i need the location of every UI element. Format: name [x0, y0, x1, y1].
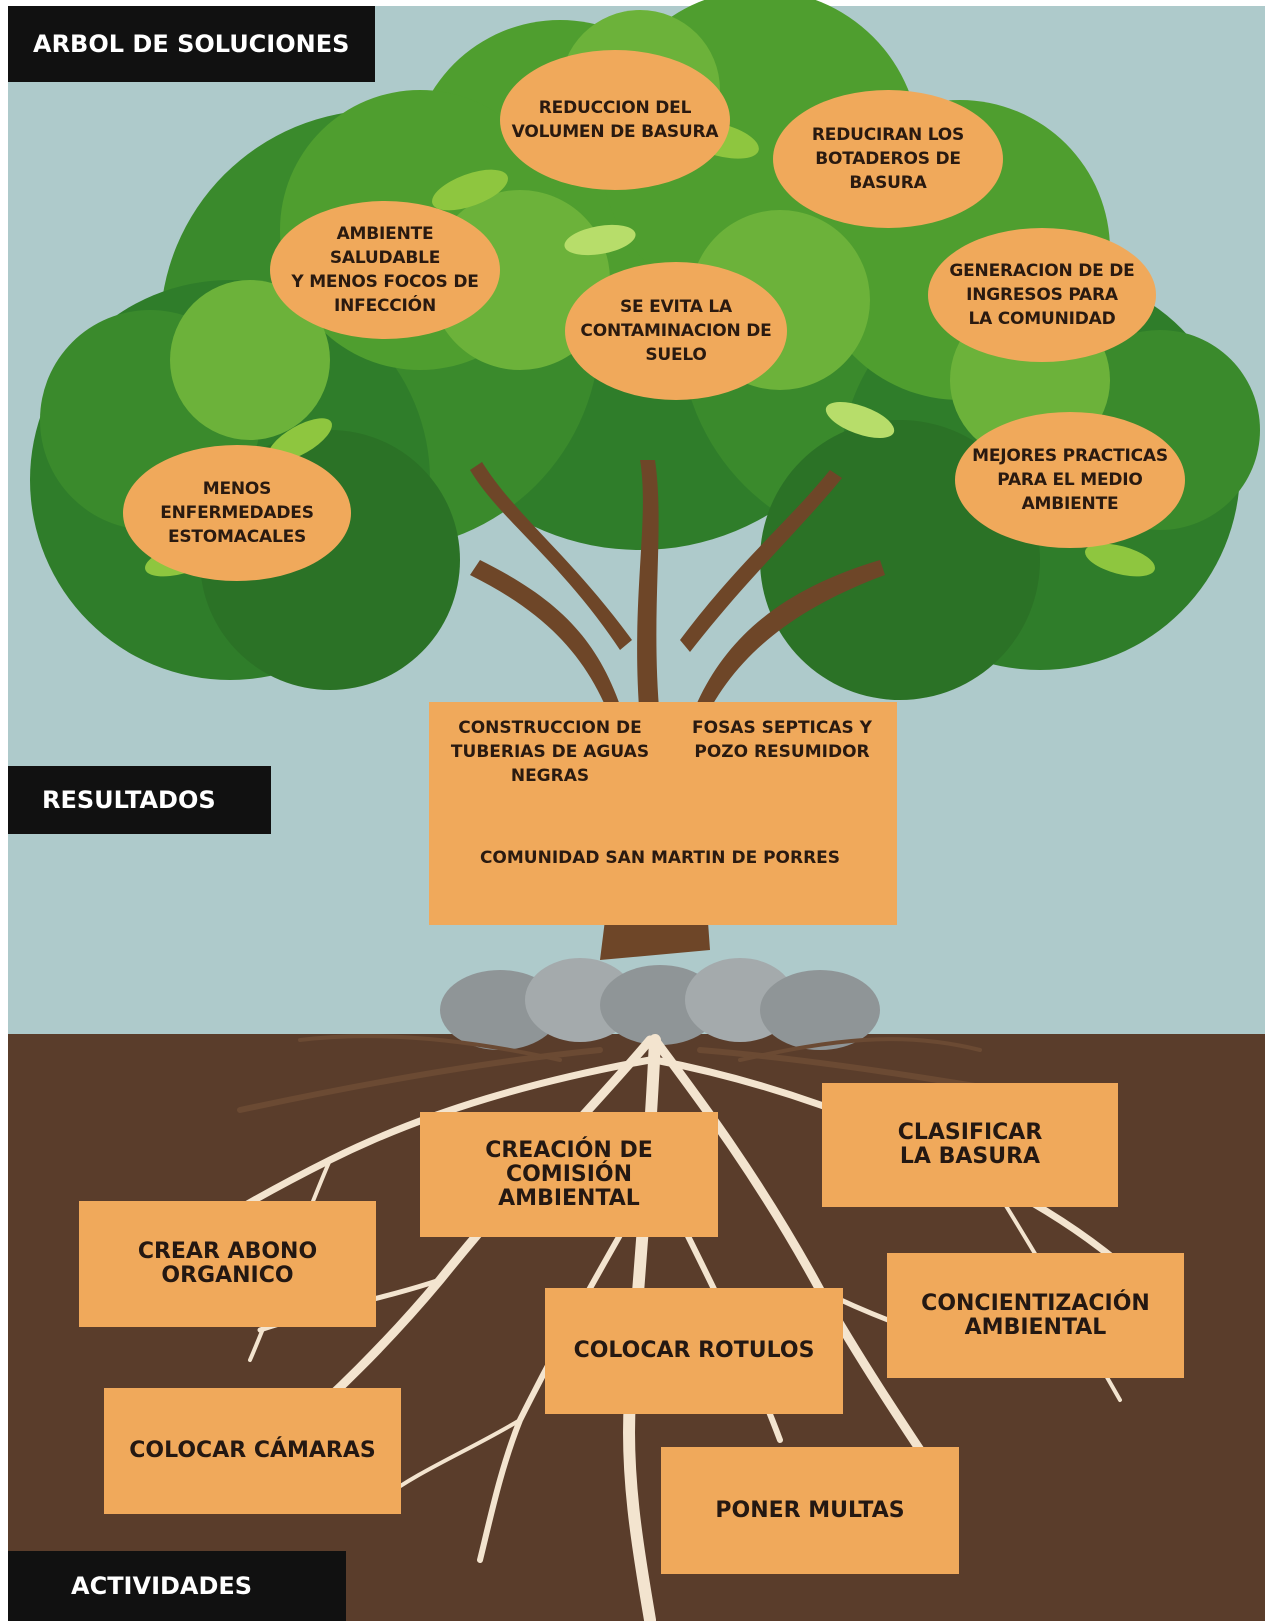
- banner-resultados: RESULTADOS: [8, 766, 271, 834]
- solution-menos-enfermedades: MENOS ENFERMEDADES ESTOMACALES: [123, 445, 351, 581]
- result-construccion: CONSTRUCCION DE TUBERIAS DE AGUAS NEGRAS: [450, 718, 650, 786]
- solution-text: SE EVITA LA CONTAMINACION DE SUELO: [580, 297, 772, 365]
- activity-text: COLOCAR CÁMARAS: [129, 1438, 376, 1463]
- activity-text: CREACIÓN DE COMISIÓN AMBIENTAL: [485, 1137, 653, 1211]
- actividades-label: ACTIVIDADES: [71, 1572, 253, 1600]
- activity-colocar-camaras: COLOCAR CÁMARAS: [104, 1388, 401, 1514]
- solution-text: REDUCIRAN LOS BOTADEROS DE BASURA: [811, 125, 965, 193]
- arbol-label: ARBOL DE SOLUCIONES: [33, 30, 350, 58]
- solution-se-evita-contaminacion: SE EVITA LA CONTAMINACION DE SUELO: [565, 262, 787, 400]
- results-box: [429, 702, 897, 925]
- solution-text: AMBIENTE SALUDABLE Y MENOS FOCOS DE INFE…: [291, 224, 479, 316]
- solution-reduciran-botaderos: REDUCIRAN LOS BOTADEROS DE BASURA: [773, 90, 1003, 228]
- activity-crear-abono: CREAR ABONO ORGANICO: [79, 1201, 376, 1327]
- activity-text: COLOCAR ROTULOS: [573, 1338, 815, 1363]
- activity-text: PONER MULTAS: [715, 1497, 905, 1523]
- activity-creacion-comision: CREACIÓN DE COMISIÓN AMBIENTAL: [420, 1112, 718, 1237]
- banner-arbol-de-soluciones: ARBOL DE SOLUCIONES: [8, 6, 375, 82]
- banner-actividades: ACTIVIDADES: [8, 1551, 346, 1621]
- activity-clasificar-basura: CLASIFICAR LA BASURA: [822, 1083, 1118, 1207]
- activity-text: CONCIENTIZACIÓN AMBIENTAL: [921, 1290, 1150, 1340]
- resultados-label: RESULTADOS: [42, 786, 216, 814]
- solution-mejores-practicas: MEJORES PRACTICAS PARA EL MEDIO AMBIENTE: [955, 412, 1185, 548]
- activity-concientizacion: CONCIENTIZACIÓN AMBIENTAL: [887, 1253, 1184, 1378]
- result-fosas: FOSAS SEPTICAS Y POZO RESUMIDOR: [692, 718, 872, 762]
- activity-text: CLASIFICAR LA BASURA: [897, 1120, 1043, 1169]
- solution-text: MEJORES PRACTICAS PARA EL MEDIO AMBIENTE: [972, 446, 1168, 514]
- solution-text: MENOS ENFERMEDADES ESTOMACALES: [160, 479, 314, 547]
- result-comunidad: COMUNIDAD SAN MARTIN DE PORRES: [479, 848, 841, 868]
- solution-reduccion-volumen: REDUCCION DEL VOLUMEN DE BASURA: [500, 50, 730, 190]
- solution-generacion-ingresos: GENERACION DE DE INGRESOS PARA LA COMUNI…: [928, 228, 1156, 362]
- solution-text: REDUCCION DEL VOLUMEN DE BASURA: [511, 98, 719, 142]
- solution-ambiente-saludable: AMBIENTE SALUDABLE Y MENOS FOCOS DE INFE…: [270, 201, 500, 339]
- rocks: [440, 958, 880, 1050]
- activity-colocar-rotulos: COLOCAR ROTULOS: [545, 1288, 843, 1414]
- activity-text: CREAR ABONO ORGANICO: [137, 1239, 318, 1288]
- activity-poner-multas: PONER MULTAS: [661, 1447, 959, 1574]
- solution-text: GENERACION DE DE INGRESOS PARA LA COMUNI…: [949, 261, 1135, 329]
